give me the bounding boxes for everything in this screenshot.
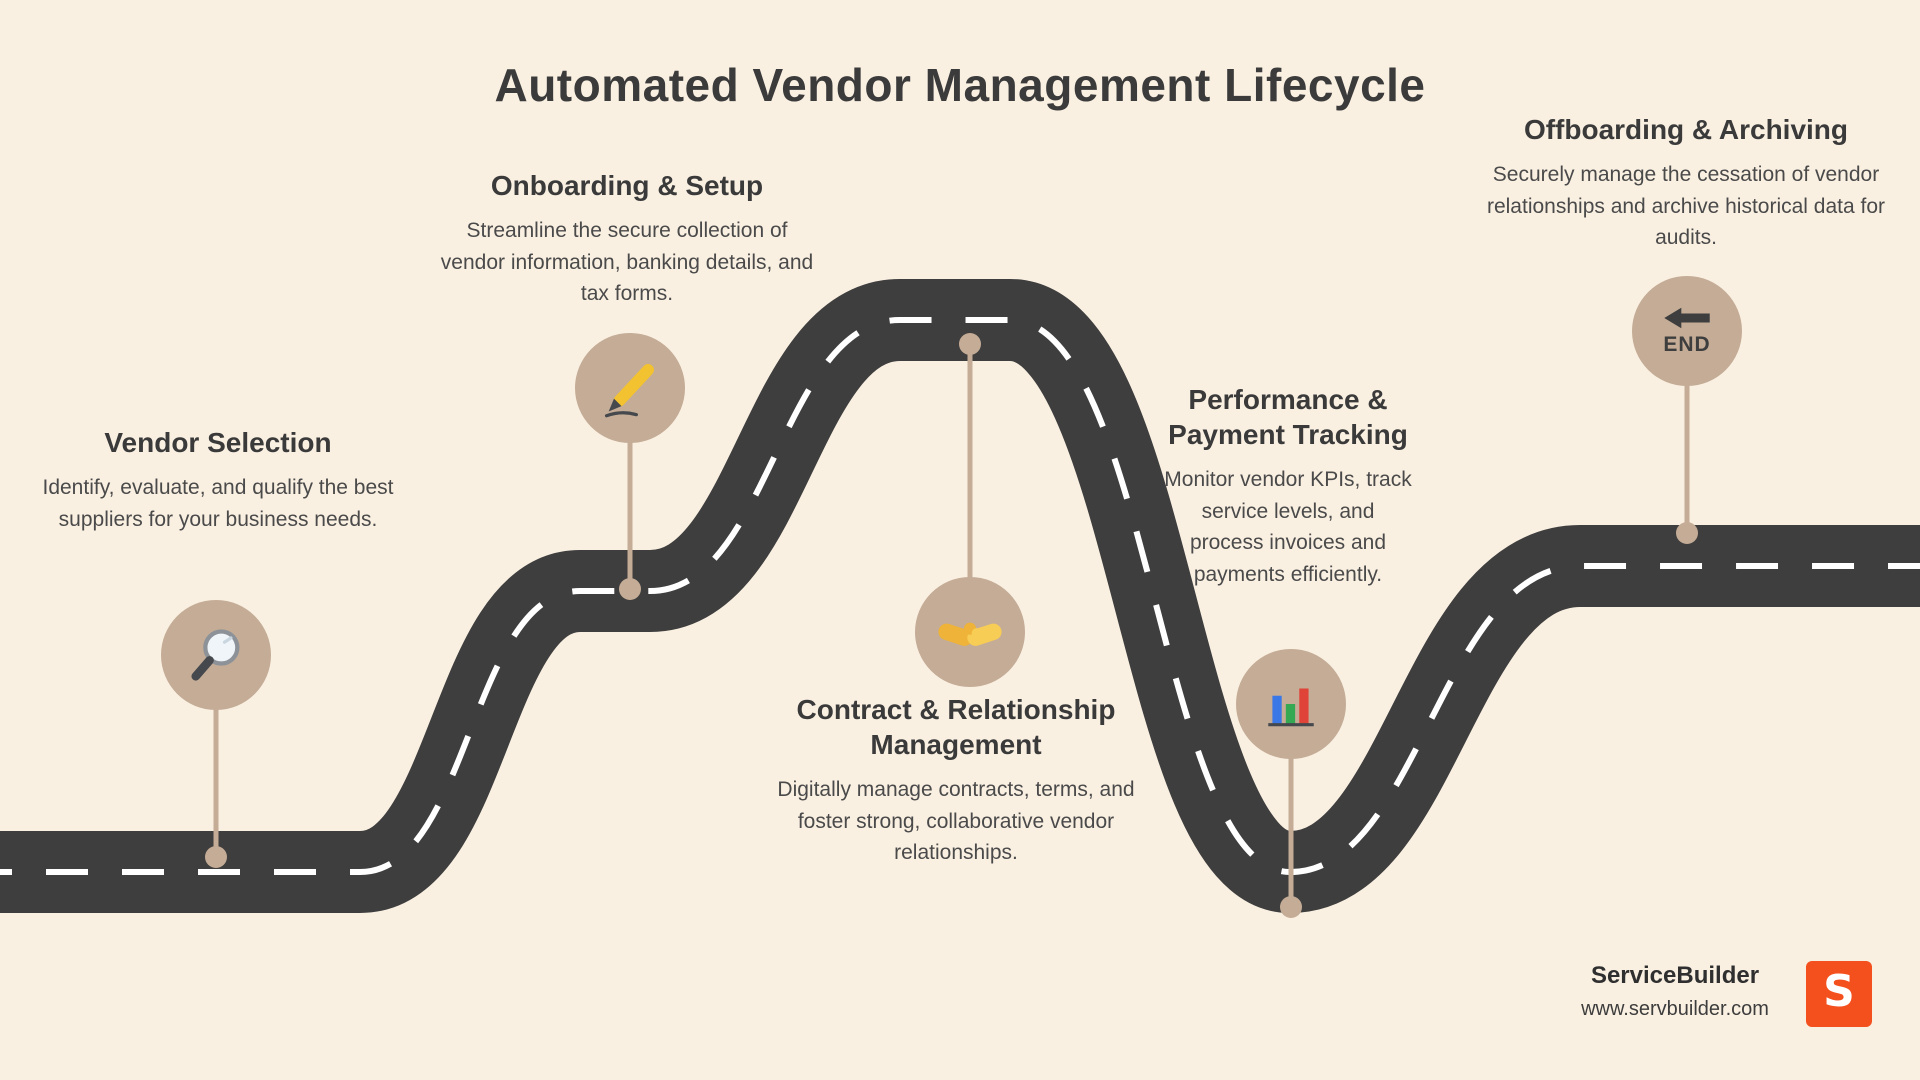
- logo-letter: S: [1823, 966, 1855, 1017]
- footer-brand-block: ServiceBuilder www.servbuilder.com: [1560, 962, 1790, 1021]
- connector-dot-3: [959, 333, 981, 355]
- stage-title: Offboarding & Archiving: [1523, 114, 1849, 145]
- onboarding-marker: [575, 333, 685, 443]
- brand-logo: S: [1806, 961, 1872, 1027]
- handshake-icon: [938, 622, 1002, 646]
- stage-description: Monitor vendor KPIs, track service level…: [1164, 468, 1412, 586]
- stage-performance-payment: Performance & Payment Tracking Monitor v…: [1163, 382, 1413, 590]
- stage-contract-relationship: Contract & Relationship Management Digit…: [776, 692, 1136, 869]
- stage-description: Identify, evaluate, and qualify the best…: [42, 476, 394, 531]
- stage-title: Vendor Selection: [104, 427, 332, 458]
- bar-chart-icon: [1268, 688, 1314, 727]
- brand-name: ServiceBuilder: [1590, 962, 1760, 989]
- vendor-selection-marker: [161, 600, 271, 710]
- connector-dot-5: [1676, 522, 1698, 544]
- stage-offboarding-archiving: Offboarding & Archiving Securely manage …: [1486, 112, 1886, 254]
- stage-description: Securely manage the cessation of vendor …: [1486, 163, 1886, 249]
- connector-dot-4: [1280, 896, 1302, 918]
- end-label: END: [1663, 333, 1711, 356]
- road-path: [0, 279, 1920, 914]
- stage-onboarding-setup: Onboarding & Setup Streamline the secure…: [432, 168, 822, 310]
- stage-title: Contract & Relationship Management: [796, 694, 1116, 760]
- performance-marker: [1236, 649, 1346, 759]
- connector-dot-1: [205, 846, 227, 868]
- stage-description: Streamline the secure collection of vend…: [440, 219, 814, 305]
- end-arrow-icon: [1664, 307, 1710, 329]
- stage-title: Performance & Payment Tracking: [1168, 384, 1408, 450]
- connector-dot-2: [619, 578, 641, 600]
- stage-vendor-selection: Vendor Selection Identify, evaluate, and…: [33, 425, 403, 535]
- writing-hand-icon: [604, 364, 654, 418]
- brand-website: www.servbuilder.com: [1581, 998, 1769, 1020]
- offboarding-marker: END: [1632, 276, 1742, 386]
- page-title: Automated Vendor Management Lifecycle: [494, 59, 1426, 111]
- contract-marker: [915, 577, 1025, 687]
- magnifier-icon: [191, 629, 240, 681]
- stage-title: Onboarding & Setup: [490, 170, 764, 201]
- stage-description: Digitally manage contracts, terms, and f…: [777, 778, 1135, 864]
